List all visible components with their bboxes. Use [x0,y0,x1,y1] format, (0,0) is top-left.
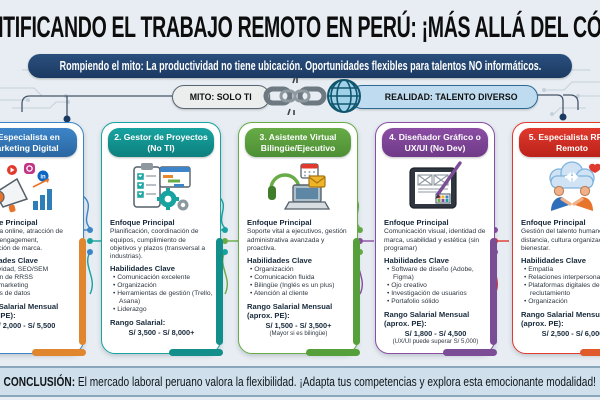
skill-item: Investigación de usuarios [384,290,487,298]
skill-item: Herramientas de gestión (Trello, Asana) [110,290,213,306]
card-title: 2. Gestor de Proyectos (No TI) [108,128,214,158]
skill-item: Organización [110,282,213,290]
card-title: 5. Especialista RRHH Remoto [519,128,600,158]
salary-range: S/ 2,500 - S/ 6,000 [541,328,600,338]
svg-text:in: in [40,175,46,181]
card-disenador-grafico: 4. Diseñador Gráfico o UX/UI (No Dev) En… [375,122,497,356]
salary-note: (Mayor si es bilingüe) [269,329,328,337]
card-title: 4. Diseñador Gráfico o UX/UI (No Dev) [382,128,488,158]
focus-text: Estrategia online, atracción de clientes… [0,228,63,252]
skill-item: Software de diseño (Adobe, Figma) [384,266,487,282]
headset-laptop-icon [239,159,357,215]
skill-item: Comunicación excelente [110,274,213,282]
broken-chain-icon [260,76,330,120]
skill-item: Bilingüe (Inglés es un plus) [247,282,350,290]
salary-range: S/ 1,500 - S/ 3,500+ [265,320,332,330]
skill-item: Análisis de datos [0,290,76,298]
tablet-stylus-icon [376,159,494,215]
salary-heading: Rango Salarial: [110,317,166,327]
focus-text: Planificación, coordinación de equipos, … [110,228,206,260]
salary-heading: Rango Salarial Mensual (aprox. PE): [384,309,470,328]
skill-item: Portafolio sólido [384,298,487,306]
focus-heading: Enfoque Principal [521,218,586,228]
focus-text: Soporte vital a ejecutivos, gestión admi… [247,228,347,252]
salary-note: (UX/UI puede superar S/ 5,000) [392,337,479,345]
skills-list: Comunicación excelente Organización Herr… [110,274,213,314]
cloud-handshake-icon [513,159,600,215]
card-ribbon [442,349,497,356]
card-ribbon [168,349,223,356]
salary-heading: Rango Salarial Mensual (aprox. PE): [521,309,600,328]
card-ribbon [353,238,360,345]
page-title: DESMITIFICANDO EL TRABAJO REMOTO EN PERÚ… [0,11,600,44]
conclusion-banner: CONCLUSIÓN: El mercado laboral peruano v… [0,366,600,397]
skill-item: Relaciones interpersonales [521,274,600,282]
card-rrhh-remoto: 5. Especialista RRHH Remoto Enfoque Prin… [512,122,600,356]
card-asistente-virtual: 3. Asistente Virtual Bilingüe/Ejecutivo … [238,122,360,356]
salary-range: S/ 1,800 - S/ 4,500 [404,328,467,338]
card-ribbon [31,349,86,356]
salary-range: S/ 3,500 - S/ 8,000+ [128,327,195,337]
skill-item: Organización [521,298,600,306]
globe-icon [326,78,362,119]
myth-pill: MITO: SOLO TI [172,85,270,109]
skill-item: Liderazgo [110,306,213,314]
skills-heading: Habilidades Clave [384,255,449,265]
skills-heading: Habilidades Clave [0,255,38,265]
skill-item: Atención al cliente [247,290,350,298]
skills-list: Empatía Relaciones interpersonales Plata… [521,266,600,306]
skills-heading: Habilidades Clave [110,263,175,273]
card-ribbon [79,238,86,345]
skill-item: Organización [247,266,350,274]
card-gestor-proyectos: 2. Gestor de Proyectos (No TI) En [101,122,223,356]
skills-list: Creatividad, SEO/SEM Gestión de RRSS Ema… [0,266,76,298]
skill-item: Comunicación fluida [247,274,350,282]
salary-heading: Rango Salarial Mensual (aprox. PE): [0,301,59,320]
job-cards-row: 1. Especialista en Marketing Digital in … [0,122,600,356]
focus-heading: Enfoque Principal [0,218,38,228]
clipboard-gears-icon [102,159,220,215]
focus-heading: Enfoque Principal [110,218,175,228]
card-ribbon [579,349,600,356]
conclusion-label: CONCLUSIÓN: [3,374,76,389]
conclusion-text: El mercado laboral peruano valora la fle… [75,374,597,389]
skill-item: Ojo creativo [384,282,487,290]
skill-item: Email marketing [0,282,76,290]
focus-heading: Enfoque Principal [384,218,449,228]
skills-list: Software de diseño (Adobe, Figma) Ojo cr… [384,266,487,306]
salary-heading: Rango Salarial Mensual (aprox. PE): [247,301,333,320]
skills-heading: Habilidades Clave [521,255,586,265]
card-title: 3. Asistente Virtual Bilingüe/Ejecutivo [245,128,351,158]
reality-pill: REALIDAD: TALENTO DIVERSO [350,85,538,109]
subtitle-banner: Rompiendo el mito: La productividad no t… [28,54,572,78]
megaphone-social-media-icon: in [0,159,83,215]
card-ribbon [216,238,223,345]
focus-heading: Enfoque Principal [247,218,312,228]
skill-item: Creatividad, SEO/SEM [0,266,76,274]
skills-heading: Habilidades Clave [247,255,312,265]
card-title: 1. Especialista en Marketing Digital [0,128,77,158]
skill-item: Empatía [521,266,600,274]
card-ribbon [305,349,360,356]
skills-list: Organización Comunicación fluida Bilingü… [247,266,350,298]
focus-text: Gestión del talento humano a distancia, … [521,228,600,252]
card-marketing-digital: 1. Especialista en Marketing Digital in … [0,122,86,356]
skill-item: Plataformas digitales de reclutamiento [521,282,600,298]
salary-range: S/ 2,000 - S/ 5,500 [0,320,56,330]
skill-item: Gestión de RRSS [0,274,76,282]
card-ribbon [490,238,497,345]
focus-text: Comunicación visual, identidad de marca,… [384,228,486,252]
